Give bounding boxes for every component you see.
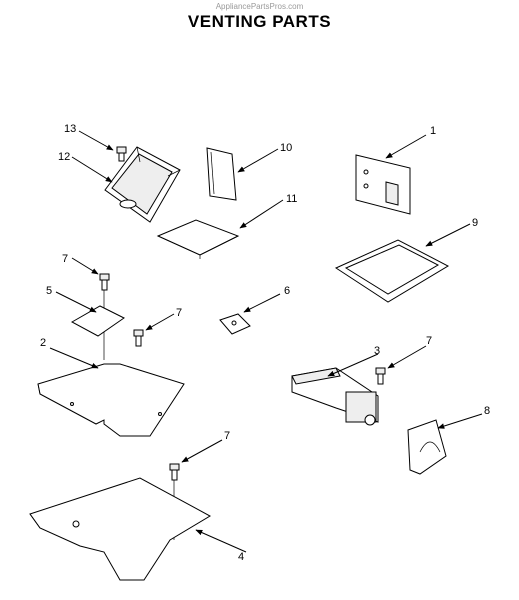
- callout-6: 6: [284, 285, 290, 297]
- callout-9: 9: [472, 217, 478, 229]
- part-3-vent-motor: [291, 353, 379, 426]
- part-7-screw-b: [133, 313, 175, 347]
- callout-10: 10: [280, 142, 292, 154]
- part-6-clip: [219, 293, 281, 335]
- callout-7-b: 7: [176, 307, 182, 319]
- part-1-mounting-bracket: [355, 134, 427, 215]
- part-10-damper-plate: [206, 147, 279, 201]
- part-11-filter-panel: [156, 199, 284, 259]
- callout-4: 4: [238, 551, 244, 563]
- part-7-screw-c: [375, 345, 427, 385]
- callout-7-c: 7: [426, 335, 432, 347]
- callout-11: 11: [286, 193, 297, 205]
- part-12-vent-bracket: [71, 146, 181, 223]
- callout-3: 3: [374, 345, 380, 357]
- callout-13: 13: [64, 123, 76, 135]
- part-2-base-plate: [37, 347, 185, 437]
- callout-5: 5: [46, 285, 52, 297]
- callout-7-d: 7: [224, 430, 230, 442]
- part-8-bracket: [407, 413, 483, 475]
- callout-7-a: 7: [62, 253, 68, 265]
- part-9-frame: [334, 223, 471, 303]
- callout-12: 12: [58, 151, 70, 163]
- callout-2: 2: [40, 337, 46, 349]
- part-4-bottom-panel: [29, 477, 247, 581]
- part-13-screw: [78, 130, 127, 162]
- part-5-gasket: [55, 291, 125, 337]
- watermark: AppliancePartsPros.com: [215, 2, 304, 11]
- callout-1: 1: [430, 125, 436, 137]
- diagram-title: VENTING PARTS: [187, 12, 332, 31]
- callout-8: 8: [484, 405, 490, 417]
